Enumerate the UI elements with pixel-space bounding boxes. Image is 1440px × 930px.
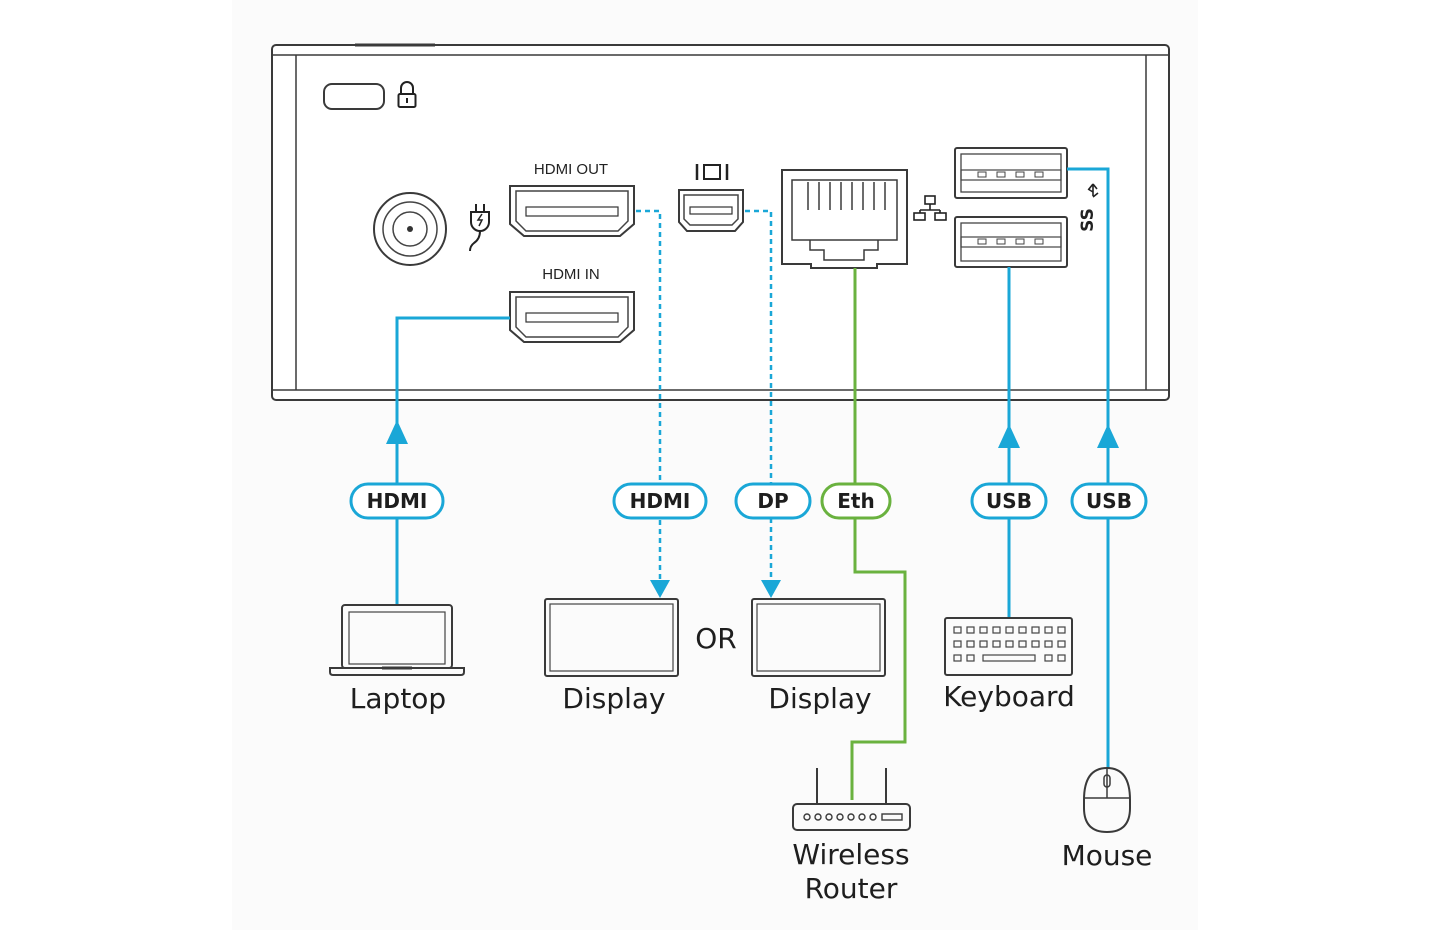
- usb-port-top: [954, 147, 1068, 199]
- hdmi-out-arrow: [650, 580, 670, 598]
- eth-cable-pill: Eth: [820, 482, 892, 520]
- hdmi-in-cable-pill: HDMI: [349, 482, 445, 520]
- router-label-line2: Router: [805, 872, 898, 905]
- security-slot: [323, 83, 385, 110]
- usb-ss-text: SS: [1078, 208, 1098, 232]
- display-hdmi-icon: [544, 598, 679, 677]
- usb-mouse-arrow: [1097, 424, 1119, 448]
- hdmi-out-port: [509, 185, 635, 237]
- device-rear-panel: [271, 43, 1170, 401]
- usb-keyboard-cable-pill: USB: [970, 482, 1048, 520]
- usb-superspeed-icon: SS: [1078, 183, 1099, 232]
- usb-mouse-cable-pill: USB: [1070, 482, 1148, 520]
- router-label-line1: Wireless: [792, 838, 909, 871]
- mini-displayport-icon: [695, 164, 729, 180]
- laptop-label: Laptop: [350, 682, 446, 715]
- or-label: OR: [695, 622, 737, 655]
- keyboard-icon: [944, 617, 1073, 676]
- eth-cable-label: Eth: [837, 489, 874, 513]
- hdmi-out-label: HDMI OUT: [534, 161, 608, 178]
- mini-displayport-port: [678, 189, 744, 232]
- hdmi-in-arrow: [386, 420, 408, 444]
- dp-cable-pill: DP: [734, 482, 812, 520]
- mouse-icon: [1083, 766, 1131, 834]
- usb-mouse-cable-label: USB: [1086, 489, 1132, 513]
- usb-mouse-cable: [1067, 167, 1110, 768]
- hdmi-in-cable-label: HDMI: [367, 489, 428, 513]
- hdmi-in-port: [509, 291, 635, 343]
- ethernet-cable: [850, 268, 907, 800]
- hdmi-in-label: HDMI IN: [542, 266, 600, 283]
- dp-arrow: [761, 580, 781, 598]
- keyboard-label: Keyboard: [943, 680, 1075, 713]
- usb-keyboard-arrow: [998, 424, 1020, 448]
- lock-icon: [397, 81, 417, 108]
- dp-cable: [745, 209, 773, 582]
- ethernet-port: [781, 169, 908, 269]
- dp-cable-label: DP: [757, 489, 788, 513]
- mouse-label: Mouse: [1062, 839, 1153, 872]
- network-icon: [913, 195, 947, 221]
- hdmi-out-cable-pill: HDMI: [612, 482, 708, 520]
- display-dp-label: Display: [768, 682, 871, 715]
- power-plug-icon: [469, 204, 490, 252]
- laptop-icon: [329, 604, 465, 676]
- router-icon: [792, 768, 911, 831]
- usb-keyboard-cable-label: USB: [986, 489, 1032, 513]
- display-hdmi-label: Display: [562, 682, 665, 715]
- display-dp-icon: [751, 598, 886, 677]
- power-connector: [373, 192, 447, 266]
- hdmi-out-cable: [636, 209, 662, 582]
- hdmi-out-cable-label: HDMI: [630, 489, 691, 513]
- usb-port-bottom: [954, 216, 1068, 268]
